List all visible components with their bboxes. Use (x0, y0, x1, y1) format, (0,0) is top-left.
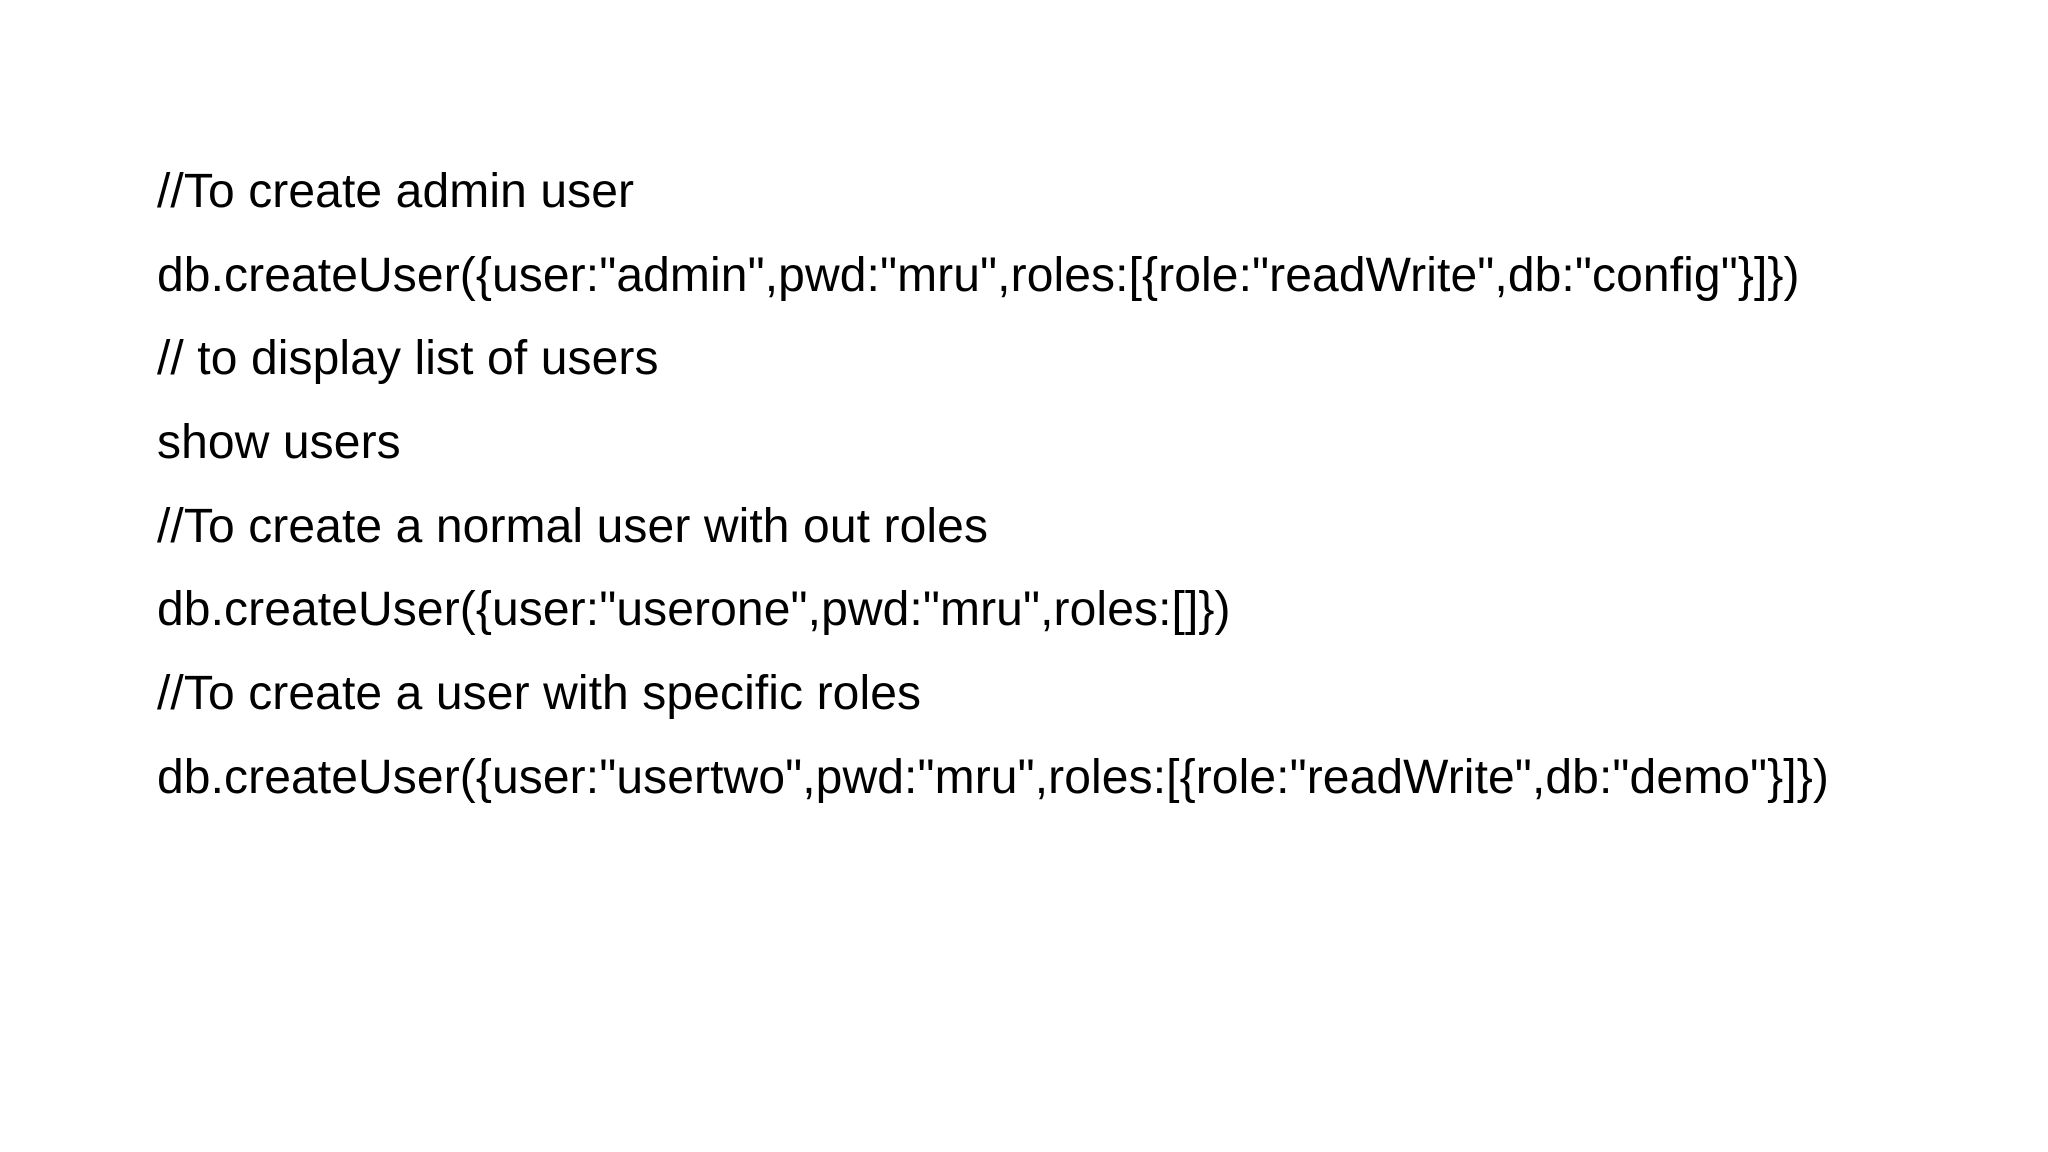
text-line-command-create-admin-user: db.createUser({user:"admin",pwd:"mru",ro… (157, 248, 1800, 302)
text-line-command-create-usertwo: db.createUser({user:"usertwo",pwd:"mru",… (157, 750, 1829, 804)
text-line-command-show-users: show users (157, 416, 401, 470)
text-line-comment-create-user-specific-roles: //To create a user with specific roles (157, 667, 922, 721)
text-line-comment-create-admin-user: //To create admin user (157, 165, 635, 218)
text-line-comment-display-list-of-users: // to display list of users (157, 332, 659, 386)
text-line-command-create-userone: db.createUser({user:"userone",pwd:"mru",… (157, 583, 1231, 637)
slide-body-text-block: //To create admin user db.createUser({us… (157, 164, 1902, 805)
text-line-comment-create-normal-user: //To create a normal user with out roles (157, 499, 989, 553)
